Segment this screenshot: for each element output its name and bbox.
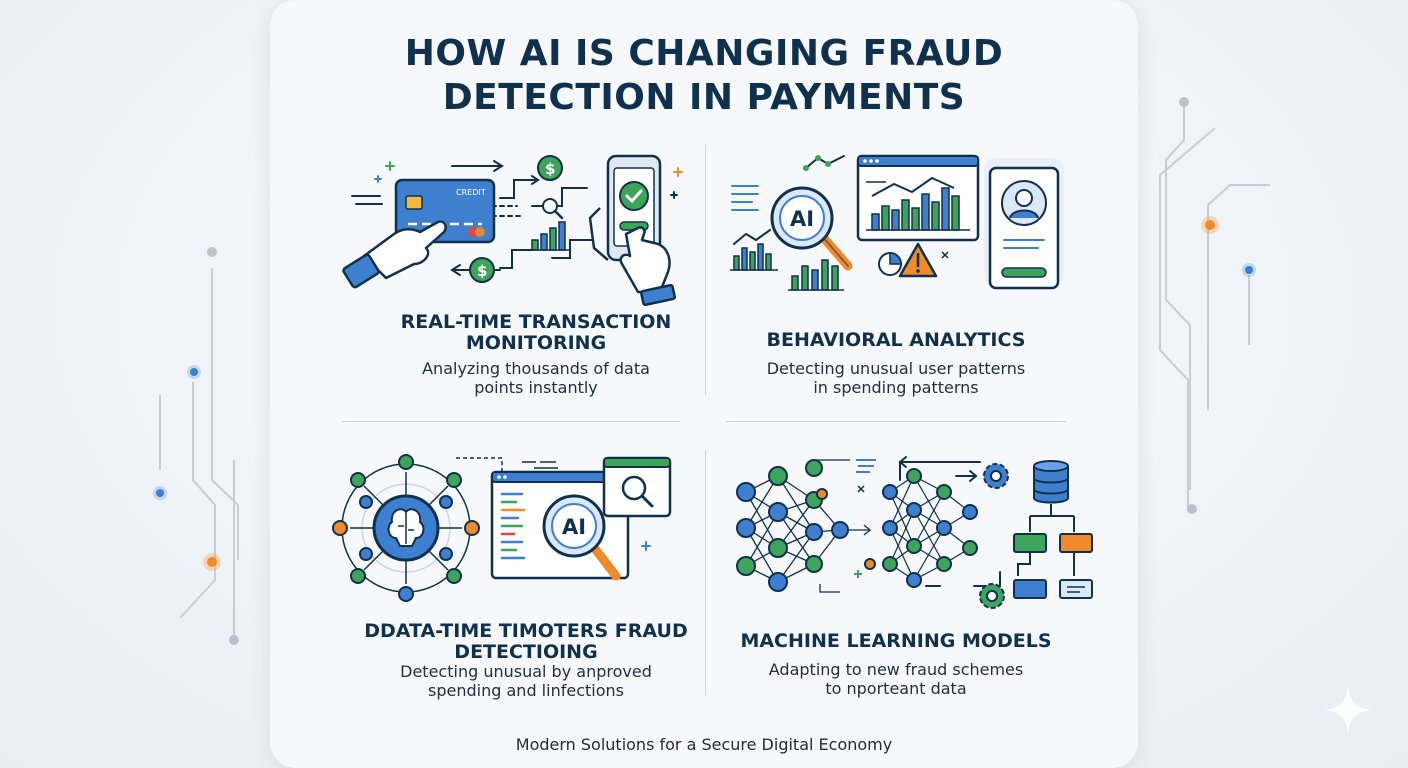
neural-network-icon [736, 459, 978, 593]
ai-magnifier-icon-2: AI [542, 494, 621, 581]
quadrant-3-description: Detecting unusual by anproved spending a… [350, 662, 702, 700]
quadrant-1-description-line-2: points instantly [474, 378, 598, 397]
quadrant-1-title-line-2: MONITORING [465, 332, 607, 354]
quadrant-4-title-line-1: MACHINE LEARNING MODELS [740, 630, 1052, 652]
gear-icon-2 [979, 583, 1005, 609]
quadrant-2-description: Detecting unusual user patterns in spend… [730, 359, 1062, 397]
behavioral-analytics-illustration: AI [730, 154, 1064, 291]
page-title: HOW AI IS CHANGING FRAUD DETECTION IN PA… [270, 32, 1138, 120]
magnifier-icon [542, 198, 564, 220]
machine-learning-illustration [736, 456, 1093, 609]
hand-icon [342, 220, 447, 289]
ai-badge-label-2: AI [562, 515, 586, 539]
line-chart-icon [733, 155, 845, 245]
svg-text:$: $ [477, 262, 487, 280]
credit-card-label: CREDIT [456, 188, 486, 197]
mini-bar-chart-icon [730, 243, 844, 291]
dollar-coin-icon-2: $ [469, 257, 495, 283]
quadrant-2-title: BEHAVIORAL ANALYTICS [730, 330, 1062, 351]
fraud-detection-illustration: AI [332, 454, 672, 602]
pie-chart-icon [878, 252, 902, 276]
vertical-divider-top [705, 145, 706, 395]
quadrant-2-description-line-2: in spending patterns [813, 378, 979, 397]
svg-text:$: $ [545, 160, 555, 178]
credit-card-icon: CREDIT [394, 178, 496, 244]
checkmark-icon [625, 189, 643, 204]
quadrant-3-title-line-1: DDATA-TIME TIMOTERS FRAUD [364, 620, 688, 642]
checkmark-circle [619, 181, 649, 211]
vertical-divider-bottom [705, 450, 706, 695]
sparkle-icon [1324, 686, 1372, 734]
page-title-line-1: HOW AI IS CHANGING FRAUD [404, 33, 1004, 74]
ai-magnifier-icon: AI [770, 186, 853, 271]
search-window-icon [602, 456, 672, 518]
document-lines-icon [731, 185, 759, 211]
pointing-hand-icon [588, 207, 676, 306]
ai-badge-label: AI [790, 207, 814, 231]
database-icon [1033, 460, 1069, 504]
flowchart-icon [1013, 504, 1093, 599]
close-mark-icon [941, 251, 949, 259]
quadrant-1-description: Analyzing thousands of data points insta… [380, 359, 692, 397]
infographic-card: HOW AI IS CHANGING FRAUD DETECTION IN PA… [270, 0, 1138, 768]
brain-network-icon [332, 454, 480, 602]
warning-icon [898, 242, 938, 278]
horizontal-divider-right [726, 421, 1066, 422]
horizontal-divider-left [342, 421, 680, 422]
user-profile-icon [988, 166, 1060, 290]
quadrant-2-title-line-1: BEHAVIORAL ANALYTICS [766, 329, 1026, 351]
sparkle-plus-icons [385, 161, 395, 171]
quadrant-4-description: Adapting to new fraud schemes to nportea… [730, 660, 1062, 698]
quadrant-3-description-line-2: spending and linfections [428, 681, 624, 700]
quadrant-3-title: DDATA-TIME TIMOTERS FRAUD DETECTIOING [350, 621, 702, 663]
quadrant-4-title: MACHINE LEARNING MODELS [730, 631, 1062, 652]
quadrant-4-description-line-2: to nporteant data [825, 679, 967, 698]
gear-icon [983, 463, 1009, 489]
quadrant-1-title: REAL-TIME TRANSACTION MONITORING [380, 312, 692, 354]
quadrant-4-description-line-1: Adapting to new fraud schemes [768, 660, 1024, 679]
dashboard-window-icon [856, 154, 980, 242]
transaction-monitoring-illustration: CREDIT $ $ [342, 154, 683, 306]
quadrant-3-description-line-1: Detecting unusual by anproved [400, 662, 652, 681]
footer-tagline: Modern Solutions for a Secure Digital Ec… [515, 735, 893, 754]
quadrant-3-title-line-2: DETECTIOING [454, 641, 598, 663]
quadrant-1-description-line-1: Analyzing thousands of data [422, 359, 650, 378]
quadrant-1-title-line-1: REAL-TIME TRANSACTION [400, 311, 672, 333]
page-title-line-2: DETECTION IN PAYMENTS [442, 77, 966, 118]
bar-chart-icon [528, 221, 570, 251]
quadrant-2-description-line-1: Detecting unusual user patterns [766, 359, 1026, 378]
dollar-coin-icon: $ [537, 155, 563, 181]
